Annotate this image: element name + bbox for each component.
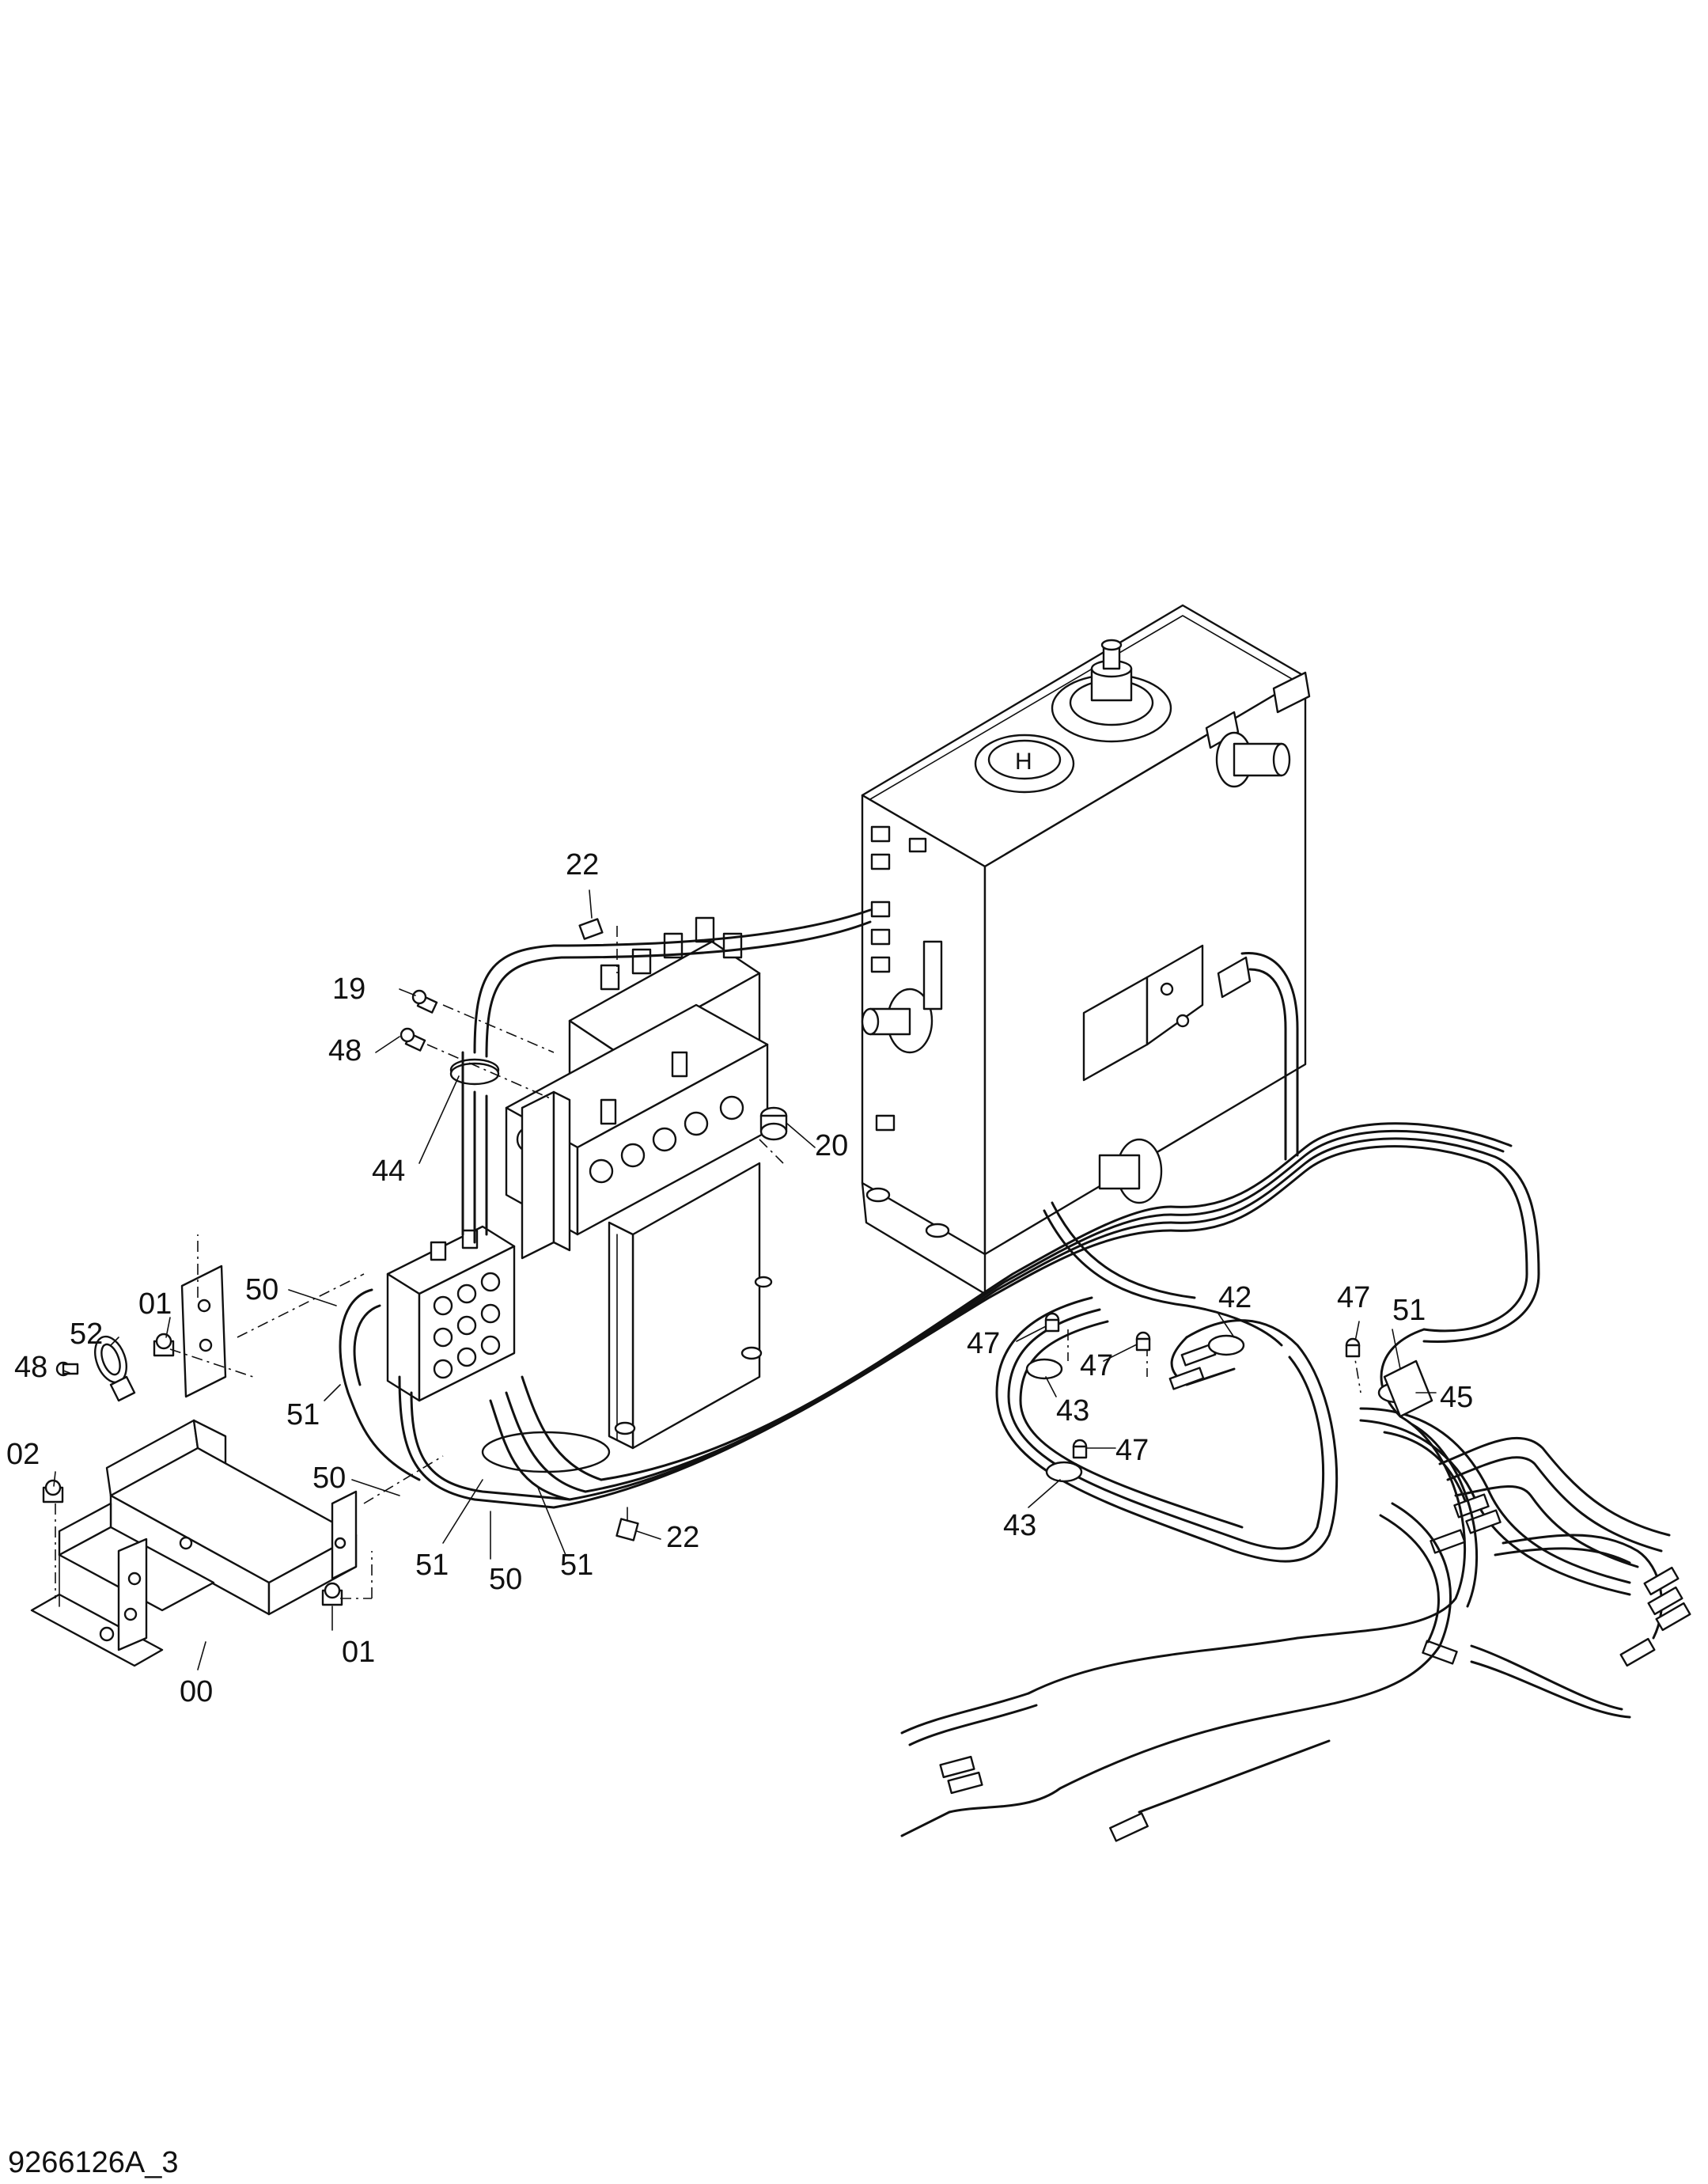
hydraulic-oil-tank: H — [861, 604, 1311, 1295]
callout-20: 20 — [815, 1129, 848, 1162]
callout-22: 22 — [666, 1521, 699, 1554]
callout-51: 51 — [286, 1398, 320, 1431]
callout-02: 02 — [6, 1438, 40, 1471]
callout-44: 44 — [372, 1155, 405, 1188]
mounting-bracket — [30, 1265, 358, 1667]
callout-47: 47 — [1080, 1349, 1113, 1382]
callout-00: 00 — [180, 1675, 213, 1708]
callout-50: 50 — [245, 1273, 278, 1306]
callout-47: 47 — [1115, 1434, 1149, 1467]
callout-51: 51 — [1392, 1294, 1426, 1327]
fasteners — [1044, 1312, 1361, 1459]
callout-01: 01 — [342, 1636, 375, 1669]
leader-lines — [53, 889, 1437, 1670]
callout-50: 50 — [489, 1563, 522, 1596]
callout-50: 50 — [312, 1462, 346, 1495]
callout-52: 52 — [70, 1318, 103, 1351]
callout-48: 48 — [14, 1351, 47, 1384]
control-valve — [400, 916, 788, 1450]
callout-43: 43 — [1003, 1509, 1036, 1542]
callout-45: 45 — [1440, 1381, 1473, 1414]
callout-48: 48 — [328, 1034, 362, 1067]
hoses — [339, 908, 1691, 1842]
pilot-valve-block — [386, 1225, 516, 1402]
drawing-number: 9266126A_3 — [8, 2146, 179, 2179]
callout-47: 47 — [1337, 1281, 1370, 1314]
assembly-lines — [55, 926, 1361, 1599]
callout-43: 43 — [1056, 1394, 1089, 1428]
svg-text:H: H — [1015, 749, 1032, 775]
callout-42: 42 — [1218, 1281, 1252, 1314]
callout-47: 47 — [967, 1327, 1000, 1360]
callout-51: 51 — [415, 1549, 449, 1582]
callout-labels: 22 19 48 44 20 50 01 52 48 51 02 50 51 5… — [6, 848, 1473, 1708]
callout-19: 19 — [332, 973, 365, 1006]
callout-22: 22 — [566, 848, 599, 882]
callout-51: 51 — [560, 1549, 593, 1582]
callout-01: 01 — [138, 1287, 172, 1321]
